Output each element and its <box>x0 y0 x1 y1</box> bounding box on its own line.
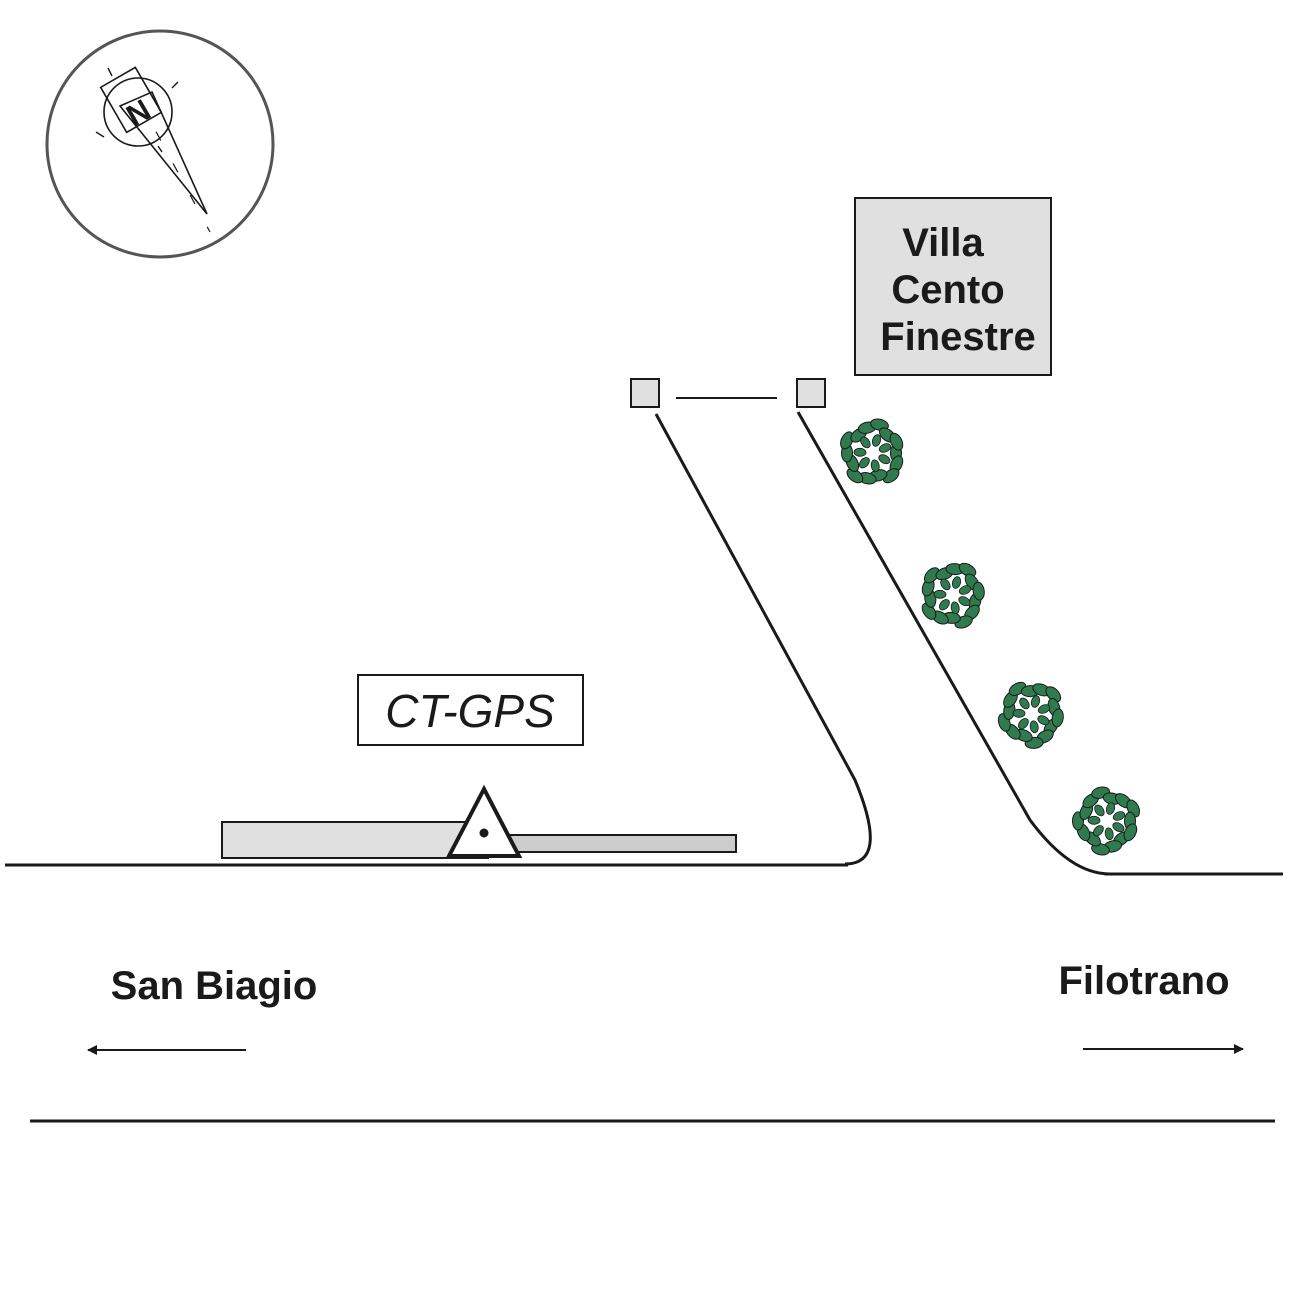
driveway-left-edge <box>654 413 872 866</box>
north-letter: N <box>121 94 156 133</box>
platform-wide <box>221 821 489 859</box>
villa-label-line-1: Villa <box>902 221 984 265</box>
driveway-right-edge <box>796 411 1111 876</box>
tree-icon <box>997 681 1064 749</box>
gate-pillar-left <box>630 378 660 408</box>
station-label: CT-GPS <box>385 685 555 737</box>
tree-icon <box>840 418 904 485</box>
villa-label-line-3: Finestre <box>880 315 1036 359</box>
villa-label-line-2: Cento <box>891 268 1004 312</box>
station-label-box: CT-GPS <box>357 674 584 746</box>
triangle-benchmark-icon <box>445 784 523 858</box>
destination-left-label: San Biagio <box>111 964 318 1008</box>
destination-right-label: Filotrano <box>1058 959 1229 1003</box>
tree-row <box>840 418 1141 856</box>
gate-pillar-right <box>796 378 826 408</box>
north-arrow-icon: N <box>45 29 275 259</box>
tree-icon <box>1071 786 1141 856</box>
platform-narrow <box>487 834 737 853</box>
villa-building: Villa Cento Finestre <box>854 197 1052 376</box>
tree-icon <box>921 562 985 629</box>
